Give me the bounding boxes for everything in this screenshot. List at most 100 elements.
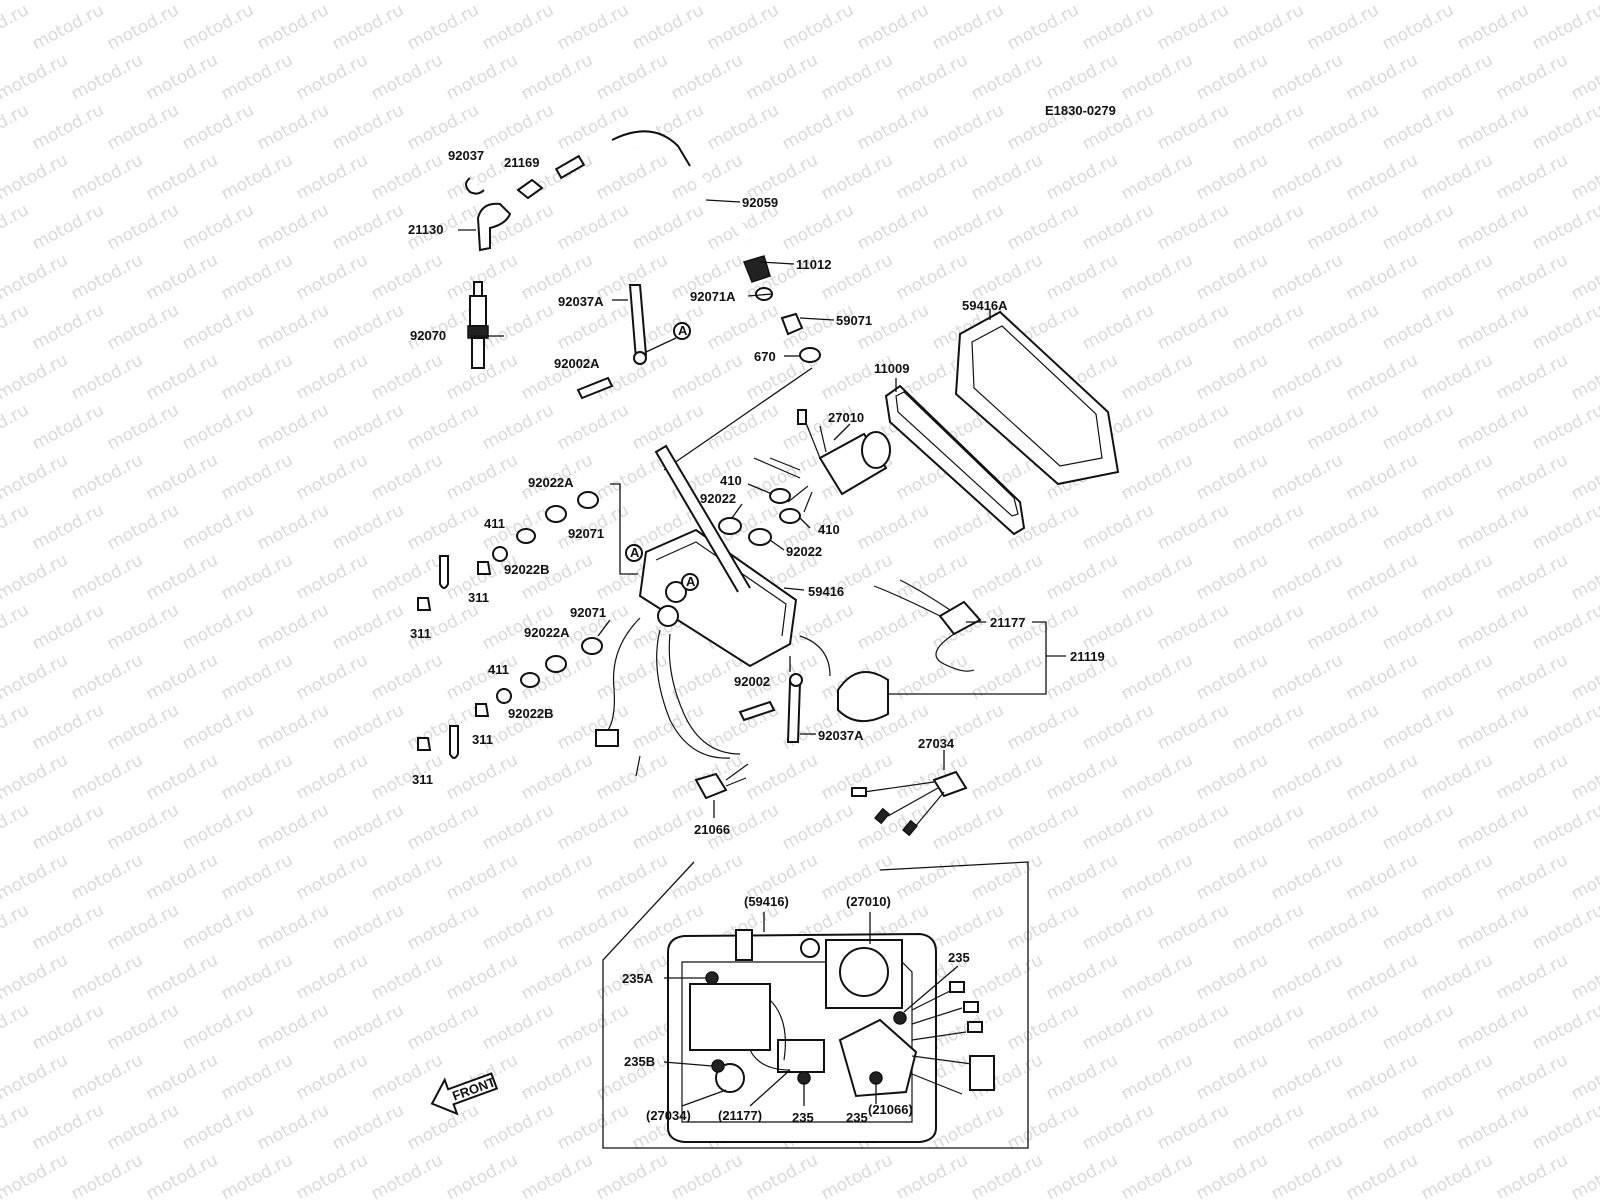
- watermark-text: motod.ru: [443, 0, 521, 4]
- watermark-text: motod.ru: [1154, 300, 1232, 354]
- watermark-text: motod.ru: [518, 850, 596, 904]
- watermark-text: motod.ru: [68, 150, 146, 204]
- watermark-text: motod.ru: [1343, 150, 1421, 204]
- watermark-text: motod.ru: [179, 0, 257, 54]
- leader-vent: [663, 367, 813, 471]
- watermark-text: motod.ru: [329, 200, 407, 254]
- label-59416A: 59416A: [962, 298, 1008, 313]
- watermark-text: motod.ru: [218, 650, 296, 704]
- watermark-text: motod.ru: [1193, 1050, 1271, 1104]
- label-410-bot: 410: [818, 522, 840, 537]
- sensor-terminal-2: [874, 807, 890, 825]
- leader-bracket-left: [610, 483, 638, 575]
- sensor-leads: [863, 781, 945, 829]
- inset-term-1: [949, 981, 965, 993]
- case-group: A A: [610, 444, 831, 677]
- watermark-text: motod.ru: [593, 150, 671, 204]
- watermark-text: motod.ru: [29, 900, 107, 954]
- label-92071-mid: 92071: [570, 605, 606, 620]
- inset-coil-round: [839, 947, 889, 997]
- watermark-text: motod.ru: [1343, 250, 1421, 304]
- label-311-b: 311: [410, 626, 431, 641]
- watermark-text: motod.ru: [968, 250, 1046, 304]
- watermark-text: motod.ru: [1304, 400, 1382, 454]
- watermark-text: motod.ru: [293, 650, 371, 704]
- watermark-text: motod.ru: [0, 550, 71, 604]
- watermark-text: motod.ru: [968, 50, 1046, 104]
- watermark-text: motod.ru: [818, 50, 896, 104]
- watermark-text: motod.ru: [629, 0, 707, 54]
- watermark-text: motod.ru: [0, 1000, 32, 1054]
- terminal-lug-top: [439, 555, 449, 589]
- label-92022A-top: 92022A: [528, 475, 574, 490]
- watermark-text: motod.ru: [0, 600, 32, 654]
- watermark-text: motod.ru: [1079, 700, 1157, 754]
- regulator-21066: [694, 772, 728, 800]
- watermark-text: motod.ru: [1493, 650, 1571, 704]
- watermark-text: motod.ru: [1454, 1000, 1532, 1054]
- watermark-text: motod.ru: [329, 300, 407, 354]
- watermark-text: motod.ru: [254, 1000, 332, 1054]
- watermark-text: motod.ru: [104, 1100, 182, 1154]
- watermark-text: motod.ru: [218, 250, 296, 304]
- watermark-text: motod.ru: [0, 250, 71, 304]
- ref-marker-A-case: [681, 573, 699, 591]
- watermark-text: motod.ru: [1118, 1050, 1196, 1104]
- watermark-text: motod.ru: [704, 100, 782, 154]
- label-410-top: 410: [720, 473, 742, 488]
- watermark-text: motod.ru: [854, 0, 932, 54]
- inset-sensor-27034: [715, 1063, 745, 1093]
- watermark-text: motod.ru: [1379, 900, 1457, 954]
- watermark-text: motod.ru: [1379, 800, 1457, 854]
- watermark-text: motod.ru: [968, 850, 1046, 904]
- watermark-text: motod.ru: [1418, 650, 1496, 704]
- watermark-text: motod.ru: [1193, 850, 1271, 904]
- watermark-text: motod.ru: [593, 650, 671, 704]
- watermark-text: motod.ru: [68, 0, 146, 4]
- watermark-text: motod.ru: [1079, 1000, 1157, 1054]
- ref-marker-A-case-label: A: [686, 574, 696, 589]
- watermark-text: motod.ru: [368, 550, 446, 604]
- leader-bracket-21119: [888, 621, 1047, 695]
- watermark-text: motod.ru: [479, 1000, 557, 1054]
- watermark-text: motod.ru: [368, 450, 446, 504]
- watermark-text: motod.ru: [254, 700, 332, 754]
- watermark-text: motod.ru: [1379, 1100, 1457, 1154]
- watermark-text: motod.ru: [1079, 600, 1157, 654]
- watermark-text: motod.ru: [179, 700, 257, 754]
- leader-410-top: [747, 483, 773, 495]
- watermark-text: motod.ru: [818, 150, 896, 204]
- watermark-text: motod.ru: [1454, 400, 1532, 454]
- watermark-text: motod.ru: [443, 850, 521, 904]
- watermark-text: motod.ru: [1043, 950, 1121, 1004]
- watermark-text: motod.ru: [704, 400, 782, 454]
- watermark-text: motod.ru: [1568, 450, 1600, 504]
- watermark-text: motod.ru: [1343, 0, 1421, 4]
- watermark-text: motod.ru: [893, 50, 971, 104]
- watermark-text: motod.ru: [329, 400, 407, 454]
- inset-screw-235-b2: [869, 1071, 883, 1085]
- watermark-text: motod.ru: [179, 800, 257, 854]
- watermark-text: motod.ru: [368, 150, 446, 204]
- watermark-text: motod.ru: [893, 650, 971, 704]
- watermark-text: motod.ru: [1118, 850, 1196, 904]
- watermark-text: motod.ru: [1268, 1050, 1346, 1104]
- leader-59416: [783, 587, 805, 591]
- label-92037A-top: 92037A: [558, 294, 604, 309]
- watermark-text: motod.ru: [893, 250, 971, 304]
- terminal-21169: [516, 178, 544, 200]
- watermark-text: motod.ru: [968, 1150, 1046, 1200]
- watermark-text: motod.ru: [179, 600, 257, 654]
- label-311-d: 311: [412, 772, 433, 787]
- watermark-text: motod.ru: [518, 550, 596, 604]
- watermark-text: motod.ru: [1229, 800, 1307, 854]
- watermark-text: motod.ru: [0, 0, 71, 4]
- watermark-text: motod.ru: [1193, 1150, 1271, 1200]
- label-92071-top: 92071: [568, 526, 604, 541]
- watermark-text: motod.ru: [143, 450, 221, 504]
- leader-inset-21177: [749, 1069, 791, 1107]
- watermark-text: motod.ru: [1193, 150, 1271, 204]
- watermark-text: motod.ru: [29, 800, 107, 854]
- nut-311-b: [417, 597, 432, 611]
- harness-group: [595, 617, 749, 800]
